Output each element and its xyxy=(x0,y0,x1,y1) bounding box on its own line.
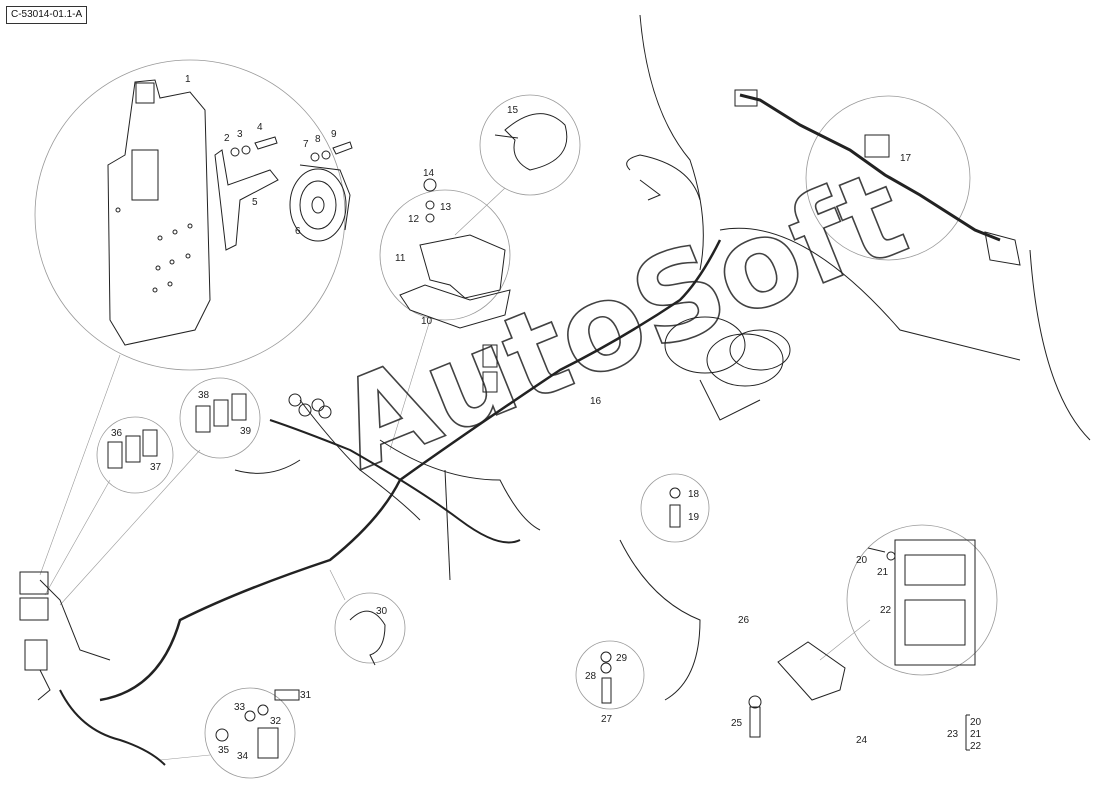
callout-18: 18 xyxy=(688,489,700,500)
mounting-plate xyxy=(107,79,211,346)
callout-34: 34 xyxy=(237,751,249,762)
connector-bundle xyxy=(19,571,49,595)
callout-13: 13 xyxy=(440,202,452,213)
harness-17 xyxy=(739,93,1001,242)
detail-circle-tie-15 xyxy=(479,94,581,196)
callout-37: 37 xyxy=(150,462,162,473)
callout-23: 23 xyxy=(947,729,959,740)
detail-circle-ecu-22 xyxy=(846,524,998,676)
callout-8: 8 xyxy=(315,134,321,145)
detail-circle-harness-17 xyxy=(805,95,971,261)
horn xyxy=(289,168,347,242)
callout-17: 17 xyxy=(900,153,912,164)
callout-32: 32 xyxy=(270,716,282,727)
callout-25: 25 xyxy=(731,718,743,729)
cable-tie-15 xyxy=(504,113,568,171)
group-23-item-22: 22 xyxy=(970,741,982,752)
callout-19: 19 xyxy=(688,512,700,523)
detail-circle-bolt-18 xyxy=(640,473,710,543)
callout-3: 3 xyxy=(237,129,243,140)
detail-circle-relays-38 xyxy=(179,377,261,459)
component-16 xyxy=(664,316,746,374)
callout-1: 1 xyxy=(185,74,191,85)
ecu-22 xyxy=(894,539,976,666)
callout-12: 12 xyxy=(408,214,420,225)
group-23-item-20: 20 xyxy=(970,717,982,728)
callout-4: 4 xyxy=(257,122,263,133)
callout-16: 16 xyxy=(590,396,602,407)
relay-36 xyxy=(107,441,123,469)
callout-10: 10 xyxy=(421,316,433,327)
callout-7: 7 xyxy=(303,139,309,150)
callout-14: 14 xyxy=(423,168,435,179)
document-id: C-53014-01.1-A xyxy=(6,6,88,24)
callout-11: 11 xyxy=(395,253,406,264)
detail-circle-horn-bracket xyxy=(34,59,346,371)
callout-30: 30 xyxy=(376,606,388,617)
group-23-item-21: 21 xyxy=(970,729,982,740)
clamp-30 xyxy=(349,610,386,666)
callout-29: 29 xyxy=(616,653,628,664)
callout-21: 21 xyxy=(877,567,889,578)
callout-28: 28 xyxy=(585,671,597,682)
callout-22: 22 xyxy=(880,605,892,616)
callout-36: 36 xyxy=(111,428,123,439)
horn-bracket xyxy=(214,149,279,251)
callout-38: 38 xyxy=(198,390,210,401)
wire-26 xyxy=(619,539,701,701)
callout-5: 5 xyxy=(252,197,258,208)
callout-39: 39 xyxy=(240,426,252,437)
callout-9: 9 xyxy=(331,129,337,140)
callout-15: 15 xyxy=(507,105,519,116)
detail-circle-clamp-30 xyxy=(334,592,406,664)
callout-24: 24 xyxy=(856,735,868,746)
plate-10 xyxy=(399,284,511,329)
callout-2: 2 xyxy=(224,133,230,144)
detail-circle-relays-36 xyxy=(96,416,174,494)
watermark: AutoSoft xyxy=(319,145,924,497)
callout-26: 26 xyxy=(738,615,750,626)
relay-38 xyxy=(195,405,211,433)
callout-31: 31 xyxy=(300,690,312,701)
callout-27: 27 xyxy=(601,714,613,725)
callout-20: 20 xyxy=(856,555,868,566)
detail-circle-bracket-11 xyxy=(379,189,511,321)
callout-6: 6 xyxy=(295,226,301,237)
detail-circle-bolt-27 xyxy=(575,640,645,710)
callout-33: 33 xyxy=(234,702,246,713)
callout-35: 35 xyxy=(218,745,230,756)
bracket-11 xyxy=(419,234,506,299)
bracket-24 xyxy=(777,641,846,701)
detail-circle-ground-31 xyxy=(204,687,296,779)
